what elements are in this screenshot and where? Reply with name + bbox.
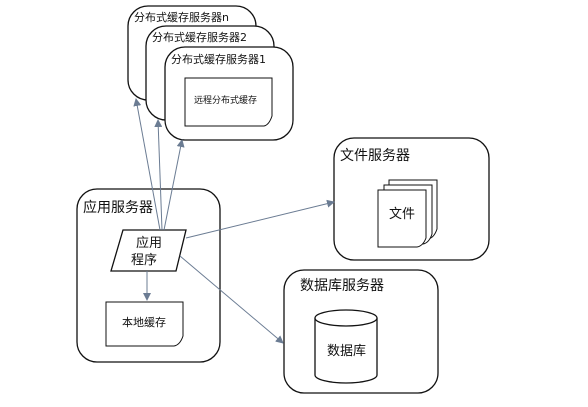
arrow-to-cache-server-1 bbox=[163, 139, 185, 231]
arrow-to-db-server bbox=[179, 255, 284, 344]
file-server-label: 文件服务器 bbox=[340, 148, 410, 164]
arrow-to-cache-server-n bbox=[133, 98, 161, 231]
local-cache-document bbox=[105, 301, 184, 347]
application-program-shape bbox=[110, 229, 187, 272]
program-label-line2: 程序 bbox=[131, 253, 157, 268]
database-cylinder-body bbox=[314, 318, 378, 384]
cache-server-2-label: 分布式缓存服务器2 bbox=[152, 30, 247, 44]
local-cache-label: 本地缓存 bbox=[122, 315, 166, 329]
database-label: 数据库 bbox=[327, 343, 366, 359]
file-doc-front bbox=[377, 189, 427, 248]
app-server-label: 应用服务器 bbox=[83, 199, 153, 216]
remote-cache-label: 远程分布式缓存 bbox=[194, 94, 257, 106]
remote-cache-document bbox=[184, 77, 273, 127]
database-cylinder-top bbox=[314, 309, 378, 327]
arrow-to-cache-server-2 bbox=[154, 119, 163, 231]
cache-server-n-label: 分布式缓存服务器n bbox=[134, 10, 229, 24]
arrow-to-file-server bbox=[185, 199, 335, 239]
cache-server-1-label: 分布式缓存服务器1 bbox=[171, 52, 266, 66]
file-label: 文件 bbox=[389, 207, 415, 222]
program-label-line1: 应用 bbox=[136, 235, 162, 251]
db-server-label: 数据库服务器 bbox=[300, 278, 384, 294]
